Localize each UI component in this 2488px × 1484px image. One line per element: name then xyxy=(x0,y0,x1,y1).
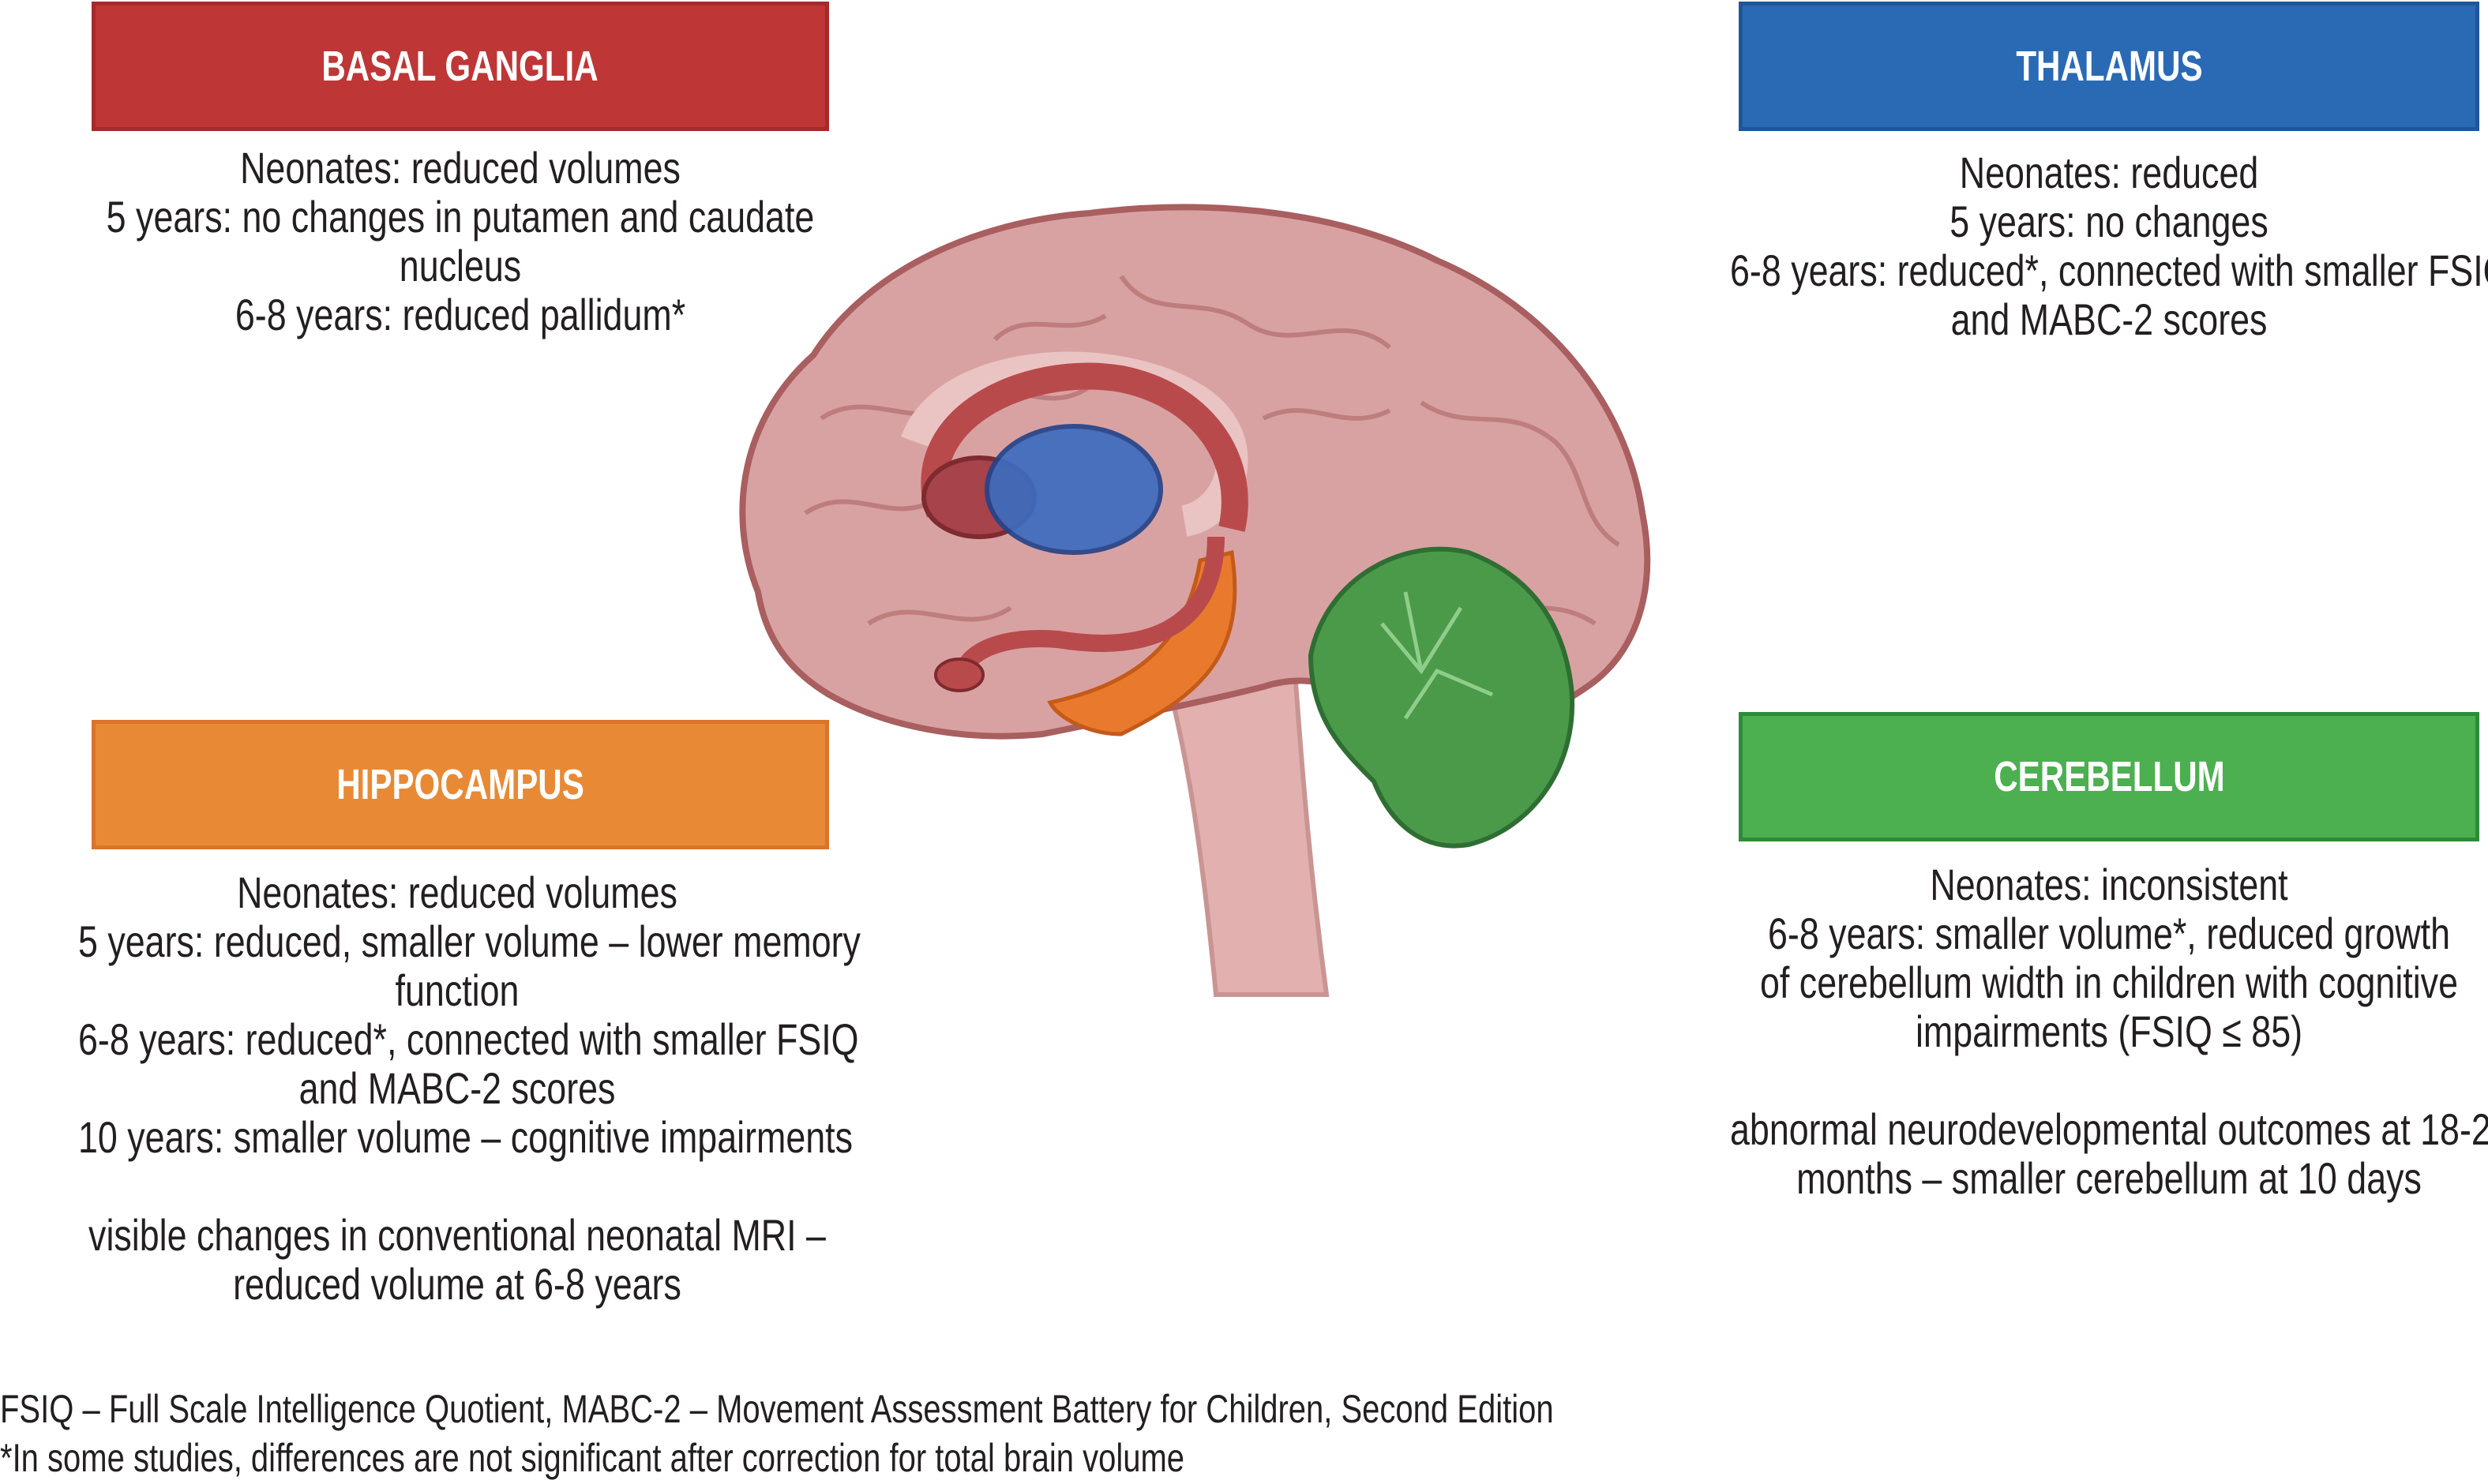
text-line: impairments (FSIQ ≤ 85) xyxy=(1915,1006,2303,1056)
hippocampus-title: HIPPOCAMPUS xyxy=(336,761,584,808)
thalamus-header: THALAMUS xyxy=(1739,2,2479,131)
text-line: reduced volume at 6-8 years xyxy=(233,1259,681,1309)
text-line: Neonates: inconsistent xyxy=(1930,860,2288,909)
brain-illustration xyxy=(739,204,1651,997)
text-line: Neonates: reduced volumes xyxy=(237,868,677,917)
text-line: Neonates: reduced volumes xyxy=(240,143,681,193)
basal-ganglia-caudate xyxy=(921,362,1248,532)
brainstem xyxy=(1149,620,1330,997)
hippocampus-text: Neonates: reduced volumes 5 years: reduc… xyxy=(78,868,861,1309)
hippocampus-header: HIPPOCAMPUS xyxy=(92,720,829,849)
text-line: nucleus xyxy=(399,241,522,290)
text-line: months – smaller cerebellum at 10 days xyxy=(1796,1153,2422,1203)
footnote-significance: *In some studies, differences are not si… xyxy=(0,1436,1185,1480)
thalamus-region xyxy=(985,424,1163,555)
text-line: 5 years: no changes xyxy=(1949,197,2268,246)
text-line: 6-8 years: reduced*, connected with smal… xyxy=(78,1014,859,1064)
basal-ganglia-title: BASAL GANGLIA xyxy=(321,43,599,90)
cerebellum-title: CEREBELLUM xyxy=(1993,753,2225,800)
text-line: 6-8 years: smaller volume*, reduced grow… xyxy=(1767,909,2451,958)
basal-ganglia-text: Neonates: reduced volumes 5 years: no ch… xyxy=(81,144,839,339)
text-line: 10 years: smaller volume – cognitive imp… xyxy=(78,1112,854,1162)
text-line: visible changes in conventional neonatal… xyxy=(88,1210,826,1260)
mammillary-body xyxy=(934,658,985,692)
footnote-abbreviations: FSIQ – Full Scale Intelligence Quotient,… xyxy=(0,1387,1554,1431)
cerebellum-region xyxy=(1308,546,1575,849)
text-line: and MABC-2 scores xyxy=(1950,294,2268,344)
hippocampus-region xyxy=(1047,549,1237,736)
text-line: function xyxy=(395,965,520,1015)
cerebellum-text: Neonates: inconsistent 6-8 years: smalle… xyxy=(1730,860,2488,1203)
cerebellum-header: CEREBELLUM xyxy=(1739,712,2479,841)
text-line: 6-8 years: reduced pallidum* xyxy=(235,290,686,339)
text-line: and MABC-2 scores xyxy=(298,1063,616,1113)
basal-ganglia-header: BASAL GANGLIA xyxy=(92,2,829,131)
thalamus-text: Neonates: reduced 5 years: no changes 6-… xyxy=(1730,148,2488,344)
fornix xyxy=(955,536,1225,675)
text-line: abnormal neurodevelopmental outcomes at … xyxy=(1730,1104,2488,1154)
thalamus-title: THALAMUS xyxy=(2015,43,2203,90)
text-line: of cerebellum width in children with cog… xyxy=(1760,957,2458,1007)
text-line: 6-8 years: reduced*, connected with smal… xyxy=(1730,245,2488,295)
text-line: 5 years: reduced, smaller volume – lower… xyxy=(78,916,861,966)
text-line: 5 years: no changes in putamen and cauda… xyxy=(106,192,815,242)
text-line: Neonates: reduced xyxy=(1959,148,2259,197)
